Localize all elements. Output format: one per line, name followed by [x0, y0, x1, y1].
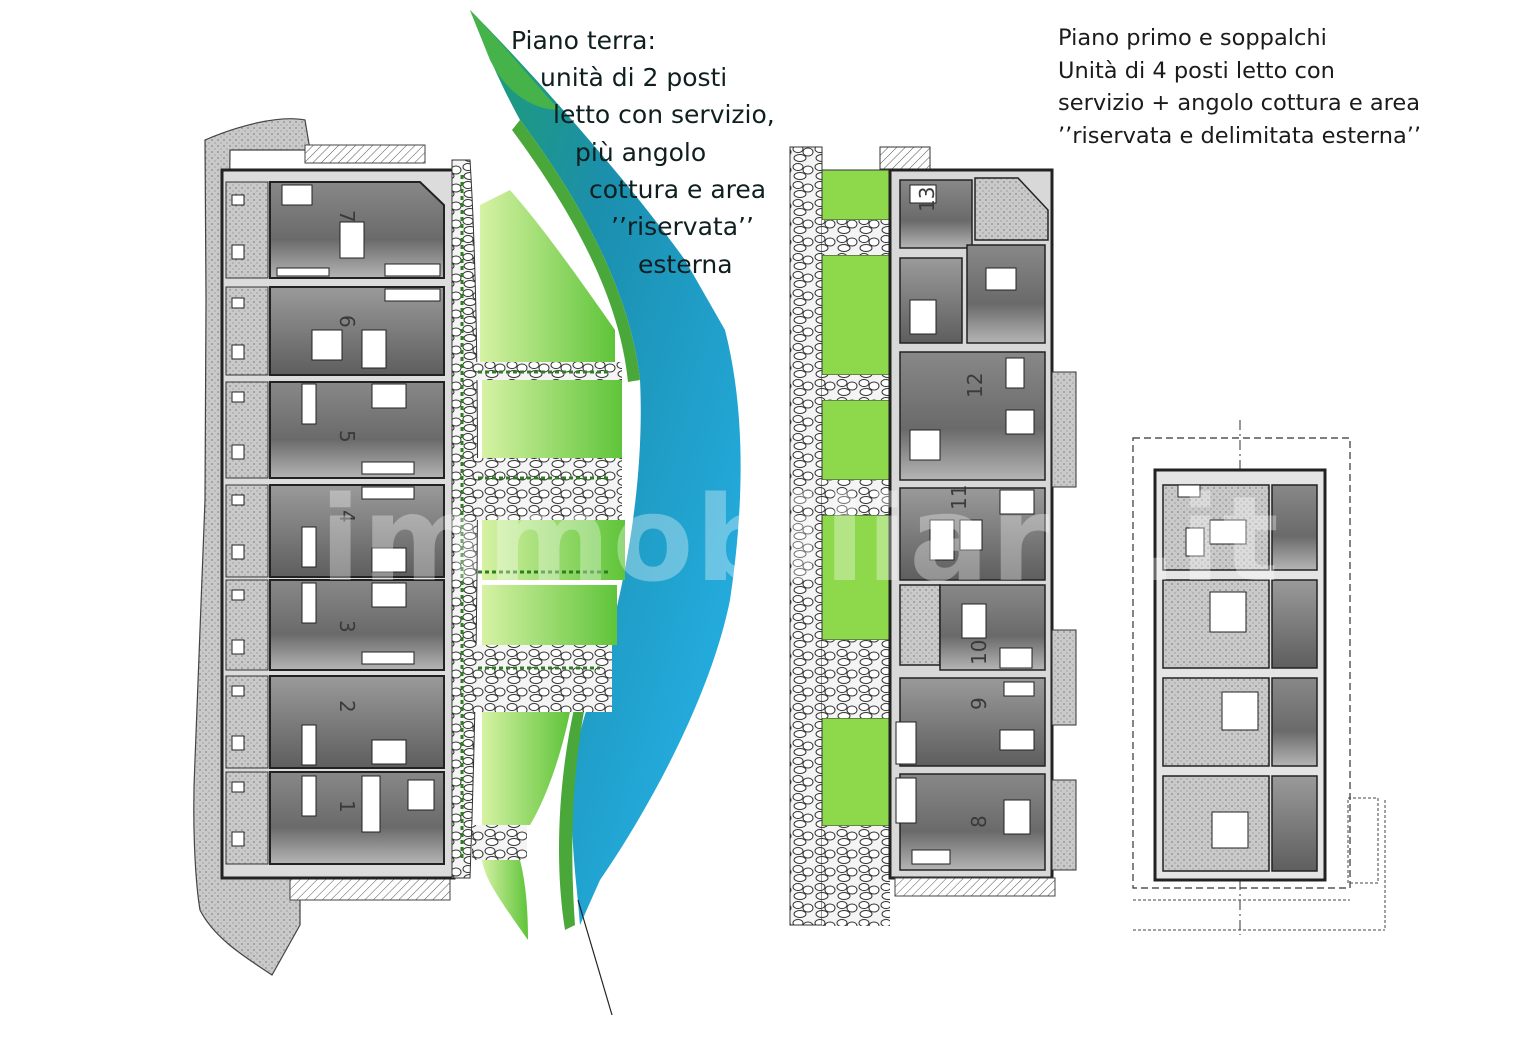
unit-numbers: 7 6 5 4 3 2 1 13 12 11 10 9 8 [335, 187, 991, 828]
garden-plot [482, 712, 570, 825]
first-floor-caption: Piano primo e soppalchi Unità di 4 posti… [1058, 22, 1421, 153]
caption-line: letto con servizio, [553, 100, 775, 129]
garden-plot [482, 520, 625, 580]
unit-number-2: 2 [335, 700, 359, 713]
ground-floor-plan [193, 118, 478, 976]
unit-number-4: 4 [335, 510, 359, 523]
caption-line: unità di 2 posti [540, 63, 728, 92]
caption-line: cottura e area [589, 175, 767, 204]
unit-number-8: 8 [967, 815, 991, 828]
garden-plot [480, 190, 615, 365]
caption-line: ’’riservata’’ [611, 212, 754, 241]
garden-plot [482, 585, 617, 645]
first-floor-plan [789, 146, 1077, 926]
unit-number-9: 9 [967, 697, 991, 710]
caption-line: Piano primo e soppalchi [1058, 25, 1327, 51]
unit-number-11: 11 [947, 485, 971, 510]
river-and-gardens [460, 10, 741, 1016]
watermark: immobiliare.it [320, 470, 1281, 608]
garden-plot [482, 860, 528, 940]
caption-line: Piano terra: [511, 26, 656, 55]
river [470, 10, 741, 925]
unit-number-1: 1 [335, 800, 359, 813]
caption-line: esterna [638, 250, 733, 279]
garden-plot [482, 378, 622, 458]
loft-plan [1132, 420, 1386, 935]
unit-number-6: 6 [335, 315, 359, 328]
caption-line: Unità di 4 posti letto con [1058, 57, 1335, 84]
caption-line: più angolo [575, 138, 707, 167]
caption-line: ’’riservata e delimitata esterna’’ [1058, 123, 1422, 150]
unit-number-13: 13 [915, 187, 939, 212]
unit-number-3: 3 [335, 620, 359, 633]
unit-number-10: 10 [967, 640, 991, 665]
unit-number-12: 12 [963, 373, 987, 398]
unit-number-7: 7 [335, 210, 359, 223]
caption-line: servizio + angolo cottura e area [1058, 90, 1421, 117]
unit-number-5: 5 [335, 430, 359, 443]
